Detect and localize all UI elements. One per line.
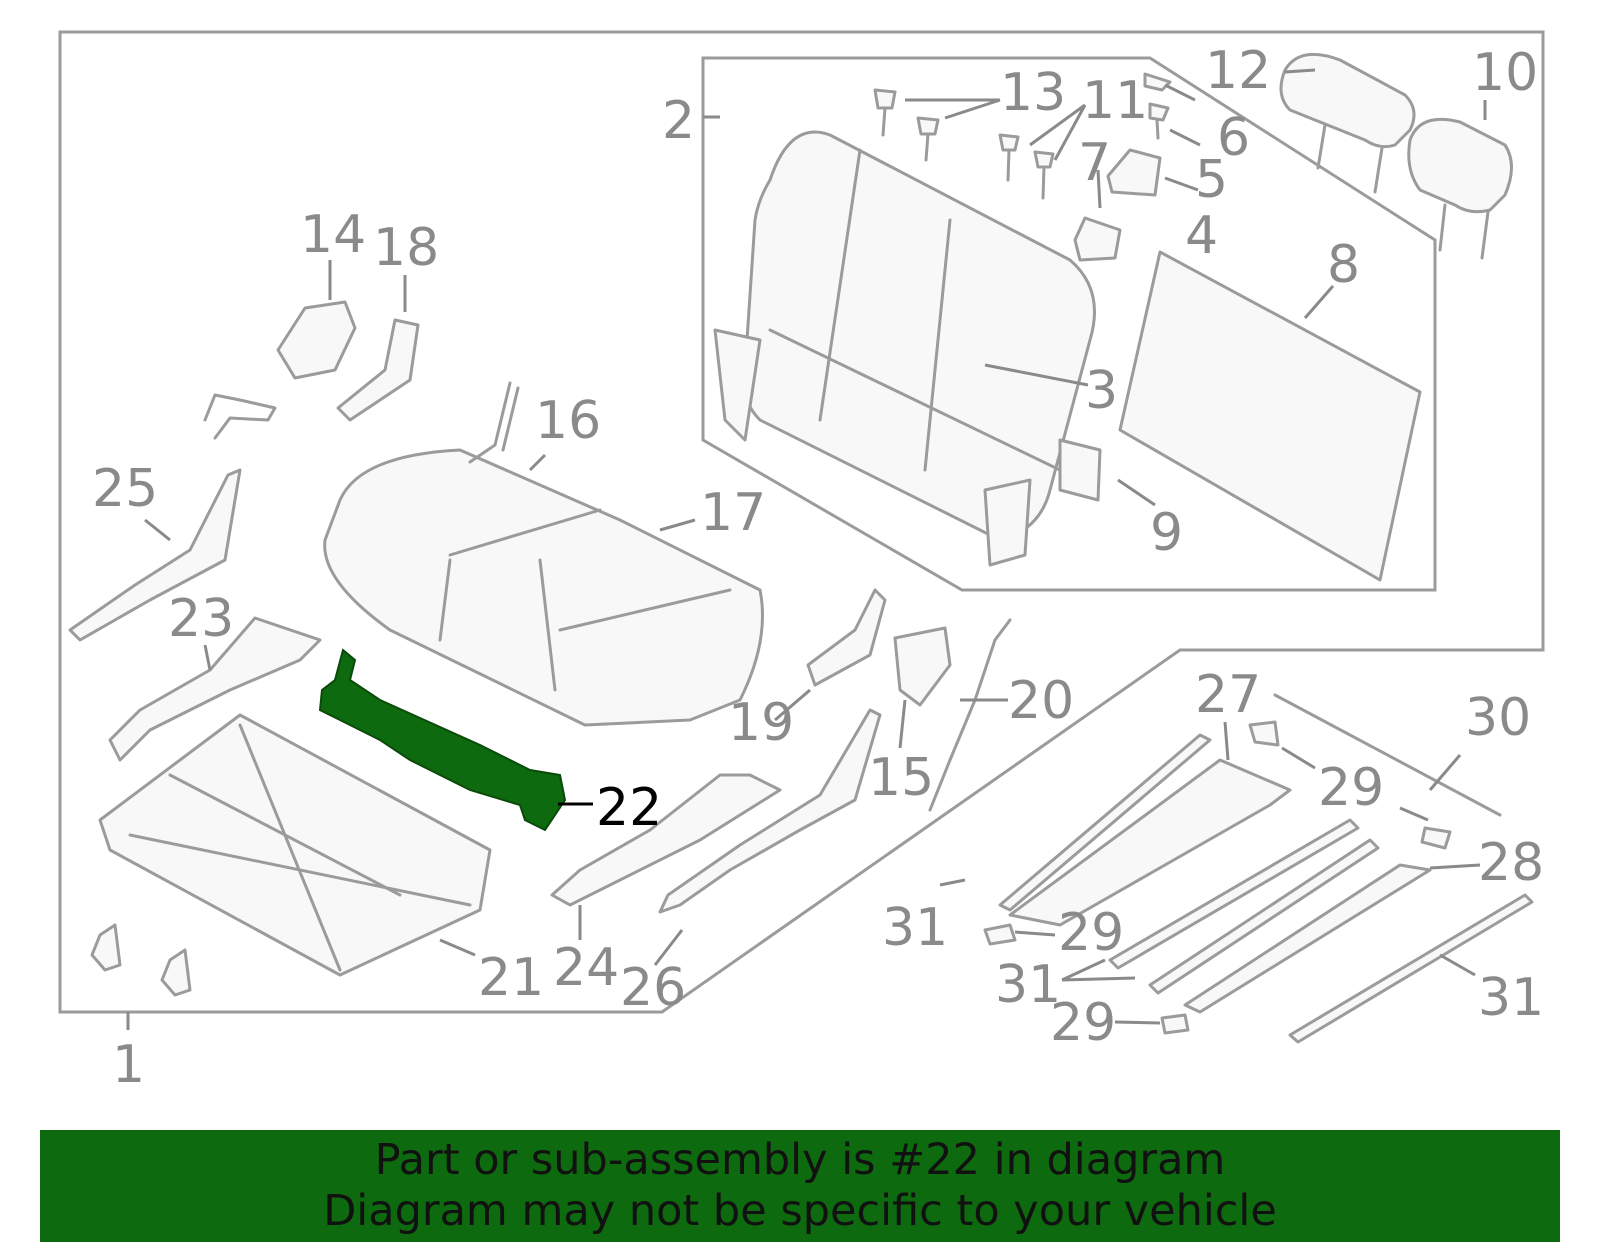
callout-7: 7 [1078,133,1111,193]
callout-17: 17 [700,483,766,543]
callout-3: 3 [1085,361,1118,421]
info-banner: Part or sub-assembly is #22 in diagram D… [40,1130,1560,1242]
callout-4: 4 [1185,206,1218,266]
callout-13: 13 [1000,63,1066,123]
callout-9: 9 [1150,503,1183,563]
callout-31b: 31 [995,955,1061,1015]
callout-1: 1 [112,1035,145,1095]
callout-31c: 31 [1478,968,1544,1028]
callout-31a: 31 [882,898,948,958]
callout-19: 19 [728,693,794,753]
callout-6: 6 [1217,108,1250,168]
bracket-23 [108,616,322,762]
callout-2: 2 [662,91,695,151]
callout-8: 8 [1327,235,1360,295]
small-hardware [873,72,1172,262]
callout-29c: 29 [1050,993,1116,1053]
clip-left-1 [90,923,122,972]
callout-25: 25 [92,459,158,519]
callout-11: 11 [1082,71,1148,131]
part-22-highlighted [318,648,567,832]
callout-27: 27 [1195,665,1261,725]
harness [203,393,277,440]
clip-left-2 [160,948,192,997]
headrest-10 [1407,117,1513,260]
latch-9 [1058,438,1102,502]
callout-29a: 29 [1318,758,1384,818]
callout-12: 12 [1205,41,1271,101]
seat-cushion [323,448,764,727]
callout-24: 24 [553,938,619,998]
wire-16 [468,381,520,464]
back-panel [1118,250,1422,582]
callout-15: 15 [868,748,934,808]
callout-28: 28 [1478,833,1544,893]
trim-19 [806,588,887,687]
callout-18: 18 [373,218,439,278]
banner-line-1: Part or sub-assembly is #22 in diagram [374,1135,1226,1185]
leader-lines [126,68,1487,1030]
callout-23: 23 [168,589,234,649]
trim-25 [68,468,242,642]
callout-14: 14 [300,205,366,265]
cover-15 [893,626,952,707]
callout-26: 26 [620,958,686,1018]
headrest-12 [1279,52,1416,194]
callout-10: 10 [1472,43,1538,103]
callout-21: 21 [478,948,544,1008]
seatback-cushion [713,130,1096,567]
callout-16: 16 [535,391,601,451]
callout-22: 22 [596,778,662,838]
callout-29b: 29 [1058,903,1124,963]
callout-5: 5 [1195,150,1228,210]
callout-20: 20 [1008,671,1074,731]
callout-30: 30 [1465,688,1531,748]
trim-26 [658,708,882,914]
banner-line-2: Diagram may not be specific to your vehi… [323,1186,1277,1236]
seat-frame-21 [98,713,492,977]
seatback-frame [701,56,1437,592]
assembly-frame [58,30,1545,1014]
callouts: 1 2 3 4 5 6 7 8 9 10 11 12 13 14 15 16 1… [92,41,1544,1095]
rail-24 [550,773,782,907]
bracket-18 [336,318,420,422]
rails-group [983,693,1534,1044]
bracket-14 [276,300,357,380]
